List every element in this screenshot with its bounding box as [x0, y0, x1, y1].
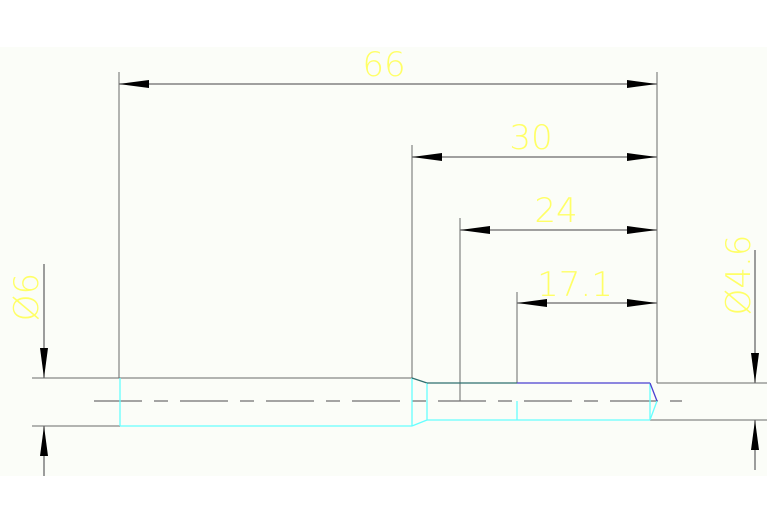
- dimension-label-66: 66: [362, 45, 405, 85]
- shaft-step-chamfer-top: [411, 377, 428, 384]
- dimension-label-d46: Ø4.6: [719, 235, 759, 316]
- drawing-canvas: [0, 47, 767, 476]
- dimension-label-24: 24: [534, 191, 577, 231]
- dimension-label-30: 30: [509, 118, 552, 158]
- extension-lines: [32, 72, 767, 427]
- dimension-label-17-1: 17.1: [537, 265, 613, 305]
- dimension-lines: [119, 80, 657, 307]
- shaft-end-chamfer-bottom: [649, 400, 658, 421]
- shaft-step-chamfer-bottom: [411, 419, 428, 427]
- dimension-label-d6: Ø6: [7, 273, 47, 321]
- dimension-labels: 66 30 24 17.1 Ø6 Ø4.6: [7, 45, 759, 321]
- diameter-dimension-lines: [40, 250, 759, 476]
- shaft-body: [119, 377, 658, 427]
- shaft-end-chamfer-top: [649, 382, 658, 402]
